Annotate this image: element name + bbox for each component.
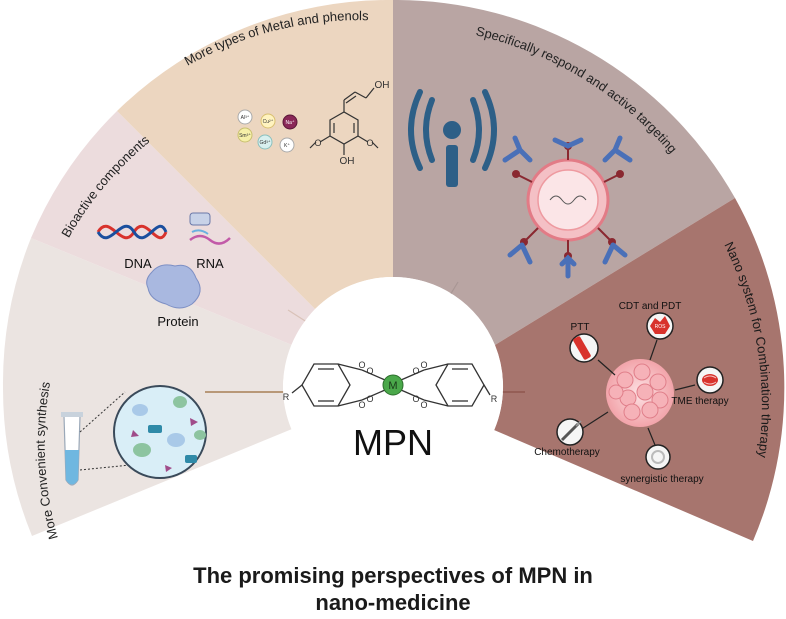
svg-text:O: O: [358, 360, 365, 370]
svg-text:O: O: [412, 394, 419, 404]
ros-icon: ROS: [646, 312, 674, 340]
protein-label: Protein: [157, 314, 198, 329]
metal-ion-bubbles: Al³⁺ Cu²⁺ Na⁺ Sm³⁺ Gd³⁺ K⁺: [237, 109, 298, 153]
phenol-oh-top: OH: [375, 80, 390, 91]
svg-text:O: O: [314, 138, 321, 148]
footer-title-line1: The promising perspectives of MPN in: [193, 563, 593, 588]
ptt-icon: [569, 333, 599, 363]
rna-label: RNA: [196, 256, 224, 271]
dna-label: DNA: [124, 256, 152, 271]
magnified-view-icon: [79, 385, 207, 479]
metal-ion-label: Gd³⁺: [260, 140, 271, 146]
synergistic-label: synergistic therapy: [620, 474, 703, 485]
synergistic-icon: [645, 444, 671, 470]
nanoparticle-targeting-icon: [502, 135, 633, 279]
metal-label: M: [388, 380, 397, 392]
signal-tower-icon: [408, 89, 497, 171]
svg-text:O: O: [412, 366, 419, 376]
svg-text:O: O: [420, 360, 427, 370]
svg-text:O: O: [366, 394, 373, 404]
oxygen-labels: OO OO OO OO: [358, 360, 427, 410]
ptt-label: PTT: [571, 322, 590, 333]
phenol-oh-bottom: OH: [340, 156, 355, 167]
r-group-left: R: [283, 392, 290, 402]
metal-ion-label: Al³⁺: [241, 115, 250, 121]
ros-label: ROS: [655, 324, 667, 330]
rna-icon: [189, 212, 231, 245]
metal-ion-label: Sm³⁺: [239, 133, 251, 139]
center-label: MPN: [353, 422, 433, 463]
metal-node: [382, 374, 404, 396]
mpn-structure: [291, 363, 491, 407]
tumor-cluster-icon: [606, 359, 674, 427]
tme-label: TME therapy: [671, 396, 728, 407]
sector-synthesis: [2, 238, 292, 387]
r-group-right: R: [491, 394, 498, 404]
signal-tower-top: [443, 121, 461, 139]
signal-tower-mast: [446, 145, 458, 187]
svg-text:O: O: [358, 400, 365, 410]
chemotherapy-label: Chemotherapy: [534, 447, 600, 458]
protein-icon: [146, 264, 201, 309]
cdt-pdt-label: CDT and PDT: [619, 301, 682, 312]
svg-text:O: O: [366, 138, 373, 148]
therapy-arrows: [579, 339, 696, 446]
svg-text:O: O: [420, 400, 427, 410]
tme-icon: [696, 366, 724, 394]
chemotherapy-icon: [556, 418, 584, 446]
dna-icon: [96, 224, 168, 240]
metal-ion-label: Na⁺: [285, 120, 294, 126]
metal-ion-label: K⁺: [284, 143, 290, 149]
footer-title-line2: nano-medicine: [315, 590, 470, 615]
phenol-structure: [309, 87, 379, 155]
svg-text:O: O: [366, 366, 373, 376]
sector-metals: [117, 0, 393, 309]
test-tube-icon: [61, 412, 83, 486]
metal-ion-label: Cu²⁺: [263, 119, 274, 125]
sector-bioactive: [31, 111, 315, 345]
